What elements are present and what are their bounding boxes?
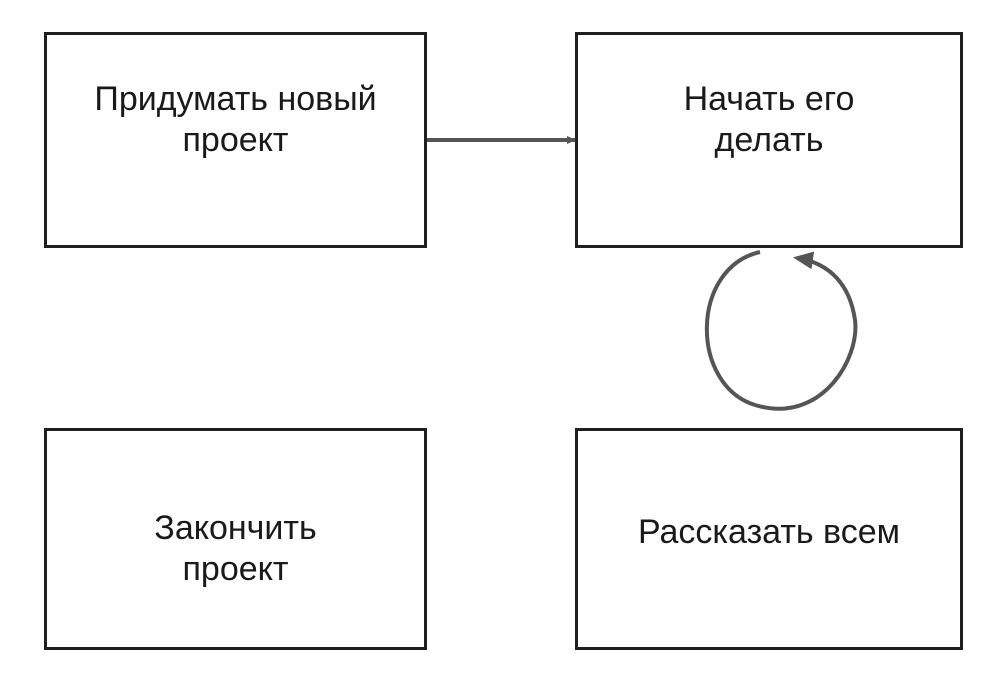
node-label: Закончить проект <box>154 508 317 588</box>
node-label: Начать его делать <box>683 79 855 159</box>
node-label: Рассказать всем <box>637 513 901 552</box>
node-label: Придумать новый проект <box>94 79 377 159</box>
node-start-doing: Начать его делать <box>575 32 963 248</box>
node-think-up-project: Придумать новый проект <box>44 32 427 248</box>
node-tell-everyone: Рассказать всем <box>575 428 963 650</box>
node-finish-project: Закончить проект <box>44 428 427 650</box>
loop-arrow-box2 <box>704 250 858 411</box>
